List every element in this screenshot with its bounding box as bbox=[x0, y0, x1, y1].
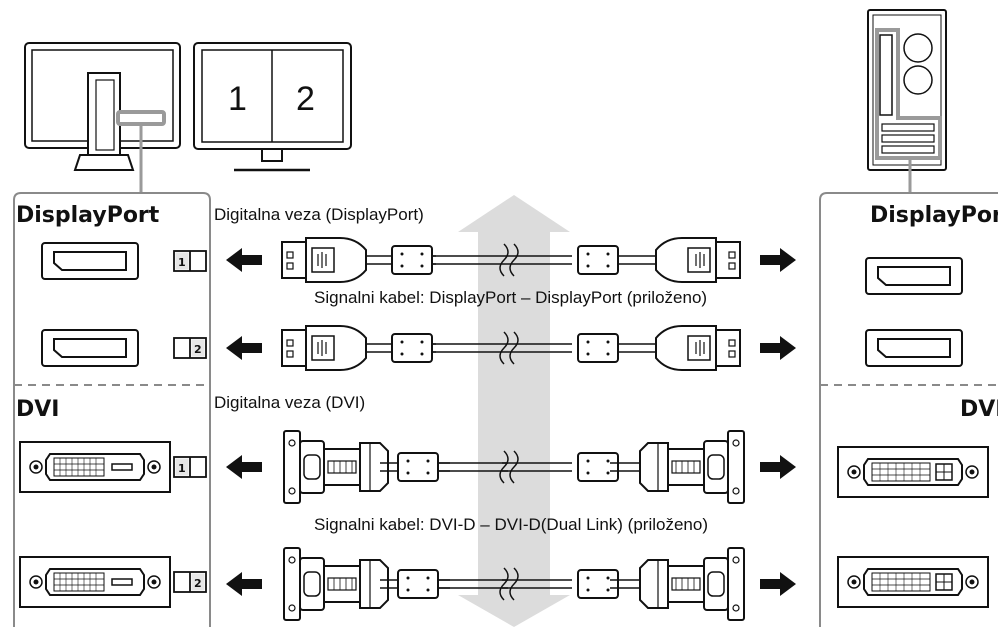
rear-port-highlight bbox=[116, 110, 166, 126]
dp-cable-label: Signalni kabel: DisplayPort – DisplayPor… bbox=[314, 288, 707, 307]
monitor-front-view: 1 2 bbox=[193, 42, 352, 172]
input-badge-dp-2: 2 bbox=[173, 337, 207, 359]
pc-tower bbox=[867, 9, 947, 193]
arrow-right-icon bbox=[760, 248, 796, 272]
input-badge-dvi-1: 1 bbox=[173, 456, 207, 478]
pc-displayport-2 bbox=[865, 329, 963, 367]
arrow-left-icon bbox=[226, 336, 262, 360]
arrow-left-icon bbox=[226, 572, 262, 596]
monitor-dvi-1 bbox=[19, 441, 171, 493]
arrow-right-icon bbox=[760, 336, 796, 360]
arrow-right-icon bbox=[760, 455, 796, 479]
input-badge-dp-1: 1 bbox=[173, 250, 207, 272]
center-double-arrow bbox=[458, 195, 570, 627]
monitor-rear-view bbox=[24, 42, 181, 193]
input-badge-dvi-2: 2 bbox=[173, 571, 207, 593]
monitor-displayport-heading: DisplayPort bbox=[16, 203, 160, 228]
svg-text:2: 2 bbox=[194, 577, 202, 590]
monitor-dvi-heading: DVI bbox=[16, 397, 59, 422]
arrow-left-icon bbox=[226, 455, 262, 479]
svg-text:1: 1 bbox=[178, 462, 186, 475]
pc-port-panel: DisplayPort DVI bbox=[819, 192, 998, 627]
pc-dvi-heading: DVI bbox=[960, 397, 998, 422]
dvi-cable-label: Signalni kabel: DVI-D – DVI-D(Dual Link)… bbox=[314, 515, 708, 534]
svg-text:2: 2 bbox=[194, 343, 202, 356]
monitor-dvi-2 bbox=[19, 556, 171, 608]
pc-displayport-heading: DisplayPort bbox=[870, 203, 998, 228]
pc-dvi-1 bbox=[837, 446, 989, 498]
monitor-port-panel: DisplayPort DVI 1 2 1 2 bbox=[13, 192, 211, 627]
screen-label-1: 1 bbox=[228, 80, 247, 118]
arrow-left-icon bbox=[226, 248, 262, 272]
screen-label-2: 2 bbox=[296, 80, 315, 118]
monitor-displayport-2 bbox=[41, 329, 139, 367]
svg-text:1: 1 bbox=[178, 256, 186, 269]
pc-dvi-2 bbox=[837, 556, 989, 608]
arrow-right-icon bbox=[760, 572, 796, 596]
pc-port-highlight bbox=[875, 28, 942, 160]
monitor-displayport-1 bbox=[41, 242, 139, 280]
dvi-connection-label: Digitalna veza (DVI) bbox=[214, 393, 365, 412]
dp-connection-label: Digitalna veza (DisplayPort) bbox=[214, 205, 424, 224]
pc-displayport-1 bbox=[865, 257, 963, 295]
